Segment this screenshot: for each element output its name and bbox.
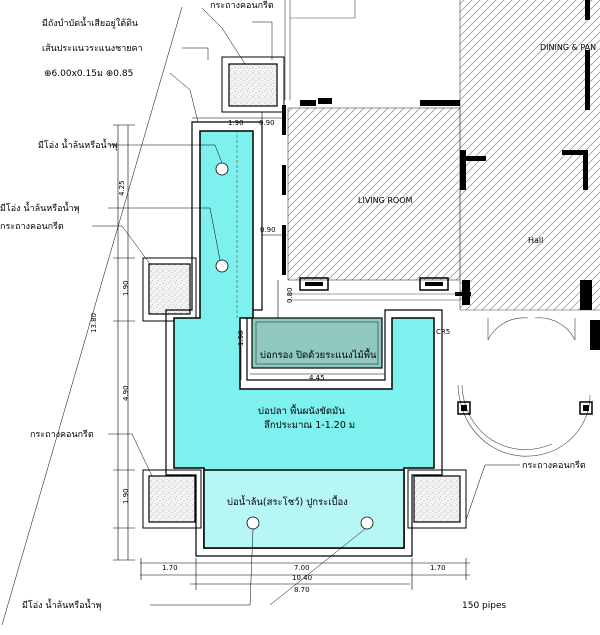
dim-bottom-1040: 10.40	[292, 574, 312, 582]
room-dining: DINING & PAN	[540, 43, 596, 52]
label-planter-top: กระถางคอนกรีต	[210, 0, 274, 11]
dim-bottom-870: 8.70	[294, 586, 310, 594]
fountain-jar-4	[360, 516, 374, 530]
dim-bottom-700: 7.00	[294, 564, 310, 572]
cr-tag: CR5	[436, 328, 450, 336]
house-area	[282, 0, 600, 457]
pond-filter-well-label: บ่อกรอง ปิดด้วยระแนงไม้พื้น	[260, 348, 377, 361]
pond-fish-line1: บ่อปลา พื้นผนังขัดมัน	[258, 404, 345, 417]
dim-mid-090: 0.90	[260, 226, 276, 234]
planter-bottom-right-frame	[407, 469, 467, 529]
planter-top	[228, 63, 278, 107]
room-living: LIVING ROOM	[358, 196, 413, 205]
pond	[165, 121, 443, 557]
planter-bottom-left	[148, 475, 196, 523]
pond-overflow-label: บ่อน้ำล้น(สระโชว์) ปูกระเบื้อง	[227, 495, 348, 508]
fountain-jar-2	[215, 259, 229, 273]
dim-side-190b: 1.90	[122, 488, 130, 504]
planter-bottom-right	[413, 475, 461, 523]
dim-bottom-170a: 1.70	[162, 564, 178, 572]
footer-note: 150 pipes	[462, 601, 507, 611]
planter-top-frame	[221, 56, 285, 113]
dim-side-190a: 1.90	[122, 280, 130, 296]
dim-inner-080: 0.80	[286, 287, 294, 303]
label-fountain-1: มีโอ่ง น้ำล้นหรือน้ำพุ	[38, 138, 118, 151]
label-wood-fence: เส้นประแนวระแนงชายคา	[42, 43, 143, 54]
fountain-jar-3	[246, 516, 260, 530]
dim-bottom-170b: 1.70	[430, 564, 446, 572]
label-fountain-bottom: มีโอ่ง น้ำล้นหรือน้ำพุ	[22, 598, 102, 611]
leader-lines	[1, 6, 520, 626]
dimension-lines	[113, 112, 470, 590]
planter-left-frame	[142, 257, 197, 322]
filter-well	[251, 317, 383, 369]
dim-inner-445: 4.45	[309, 374, 325, 382]
label-septic-tank: มีถังบำบัดน้ำเสียอยู่ใต้ดิน	[42, 16, 138, 29]
pond-fish-line2: ลึกประมาณ 1-1.20 ม	[264, 420, 355, 431]
overflow-pond	[203, 469, 405, 549]
label-pipe-spec: ⊕6.00x0.15ม ⊕0.85	[44, 69, 133, 79]
north-diagonal	[1, 6, 183, 626]
dim-top-190: 1.90	[228, 119, 244, 127]
planter-left	[148, 263, 191, 315]
living-room-floor	[288, 108, 460, 280]
room-hall: Hall	[528, 236, 543, 245]
fish-pond-water	[173, 130, 435, 549]
dim-side-1380: 13.80	[90, 313, 98, 333]
dim-top-090: 0.90	[259, 119, 275, 127]
planters	[142, 56, 467, 529]
label-planter-left: กระถางคอนกรีต	[0, 221, 64, 232]
dim-side-490: 4.90	[122, 385, 130, 401]
dim-side-425: 4.25	[118, 180, 126, 196]
planter-bottom-left-frame	[142, 469, 202, 529]
fountain-jar-1	[215, 162, 229, 176]
label-planter-bottom-left: กระถางคอนกรีต	[30, 429, 94, 440]
label-planter-bottom-right: กระถางคอนกรีต	[522, 460, 586, 471]
dim-inner-190: 1.90	[237, 330, 245, 346]
label-fountain-2: มีโอ่ง น้ำล้นหรือน้ำพุ	[0, 201, 80, 214]
